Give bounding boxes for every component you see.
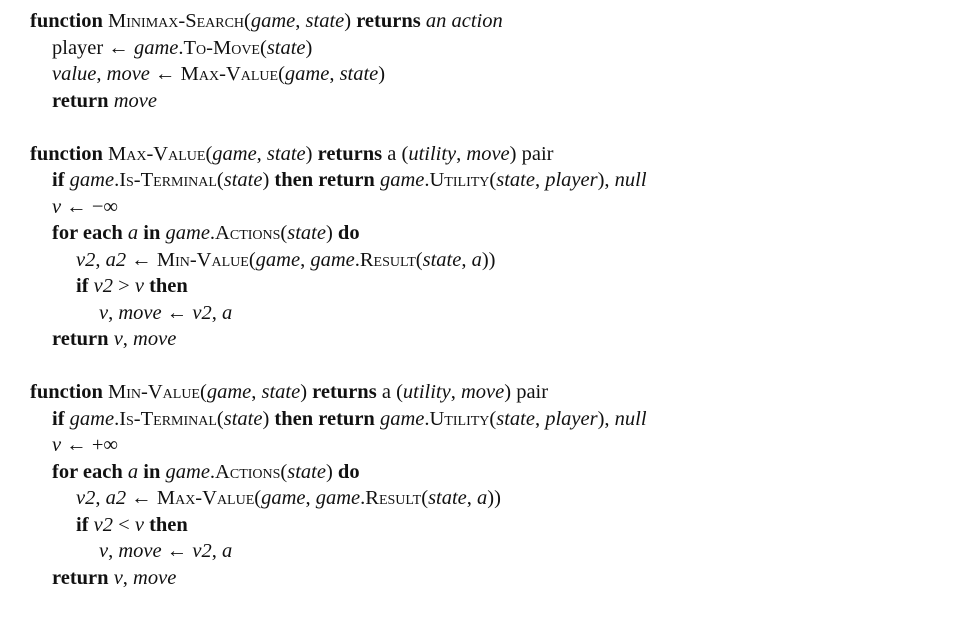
keyword-function: function: [30, 381, 103, 403]
max-update: v, move ← v2, a: [99, 301, 233, 324]
assign-arrow: ←: [108, 36, 129, 59]
max-call-min: v2, a2 ← Min-Value(game, game.Result(sta…: [76, 248, 496, 271]
min-update: v, move ← v2, a: [99, 540, 233, 562]
minimax-value-line: value, move ← Max-Value(game, state): [52, 63, 386, 85]
negative-infinity: −∞: [91, 195, 119, 218]
keyword-returns: returns: [317, 142, 383, 165]
max-init-v: v ← −∞: [52, 195, 119, 218]
minimax-player-line: player ← game.To-Move(state): [52, 36, 313, 59]
keyword-returns: returns: [356, 10, 421, 32]
min-call-max: v2, a2 ← Max-Value(game, game.Result(sta…: [76, 487, 501, 509]
max-for-each: for each a in game.Actions(state) do: [52, 222, 360, 244]
max-return: return v, move: [52, 328, 177, 350]
minimax-return-line: return move: [52, 89, 157, 112]
min-terminal-check: if game.Is-Terminal(state) then return g…: [52, 407, 647, 430]
keyword-function: function: [30, 10, 103, 32]
keyword-returns: returns: [312, 381, 377, 403]
assign-arrow: ←: [66, 434, 87, 456]
assign-arrow: ←: [166, 301, 188, 324]
min-value-header: function Min-Value(game, state) returns …: [30, 381, 549, 403]
min-for-each: for each a in game.Actions(state) do: [52, 460, 360, 483]
keyword-function: function: [30, 142, 103, 165]
positive-infinity: +∞: [91, 434, 119, 456]
min-init-v: v ← +∞: [52, 434, 119, 456]
min-return: return v, move: [52, 566, 177, 589]
function-name-minimax-search: Minimax-Search: [108, 10, 245, 32]
max-terminal-check: if game.Is-Terminal(state) then return g…: [52, 169, 647, 191]
min-compare: if v2 < v then: [76, 513, 188, 536]
function-name-max-value: Max-Value: [108, 142, 206, 165]
assign-arrow: ←: [131, 248, 152, 271]
minimax-search-header: function Minimax-Search(game, state) ret…: [30, 10, 503, 32]
assign-arrow: ←: [66, 195, 87, 218]
assign-arrow: ←: [131, 487, 152, 509]
max-value-header: function Max-Value(game, state) returns …: [30, 142, 554, 165]
max-compare: if v2 > v then: [76, 275, 188, 297]
pseudocode-block: function Minimax-Search(game, state) ret…: [30, 8, 960, 591]
assign-arrow: ←: [155, 63, 176, 85]
function-name-min-value: Min-Value: [108, 381, 200, 403]
assign-arrow: ←: [166, 540, 188, 562]
